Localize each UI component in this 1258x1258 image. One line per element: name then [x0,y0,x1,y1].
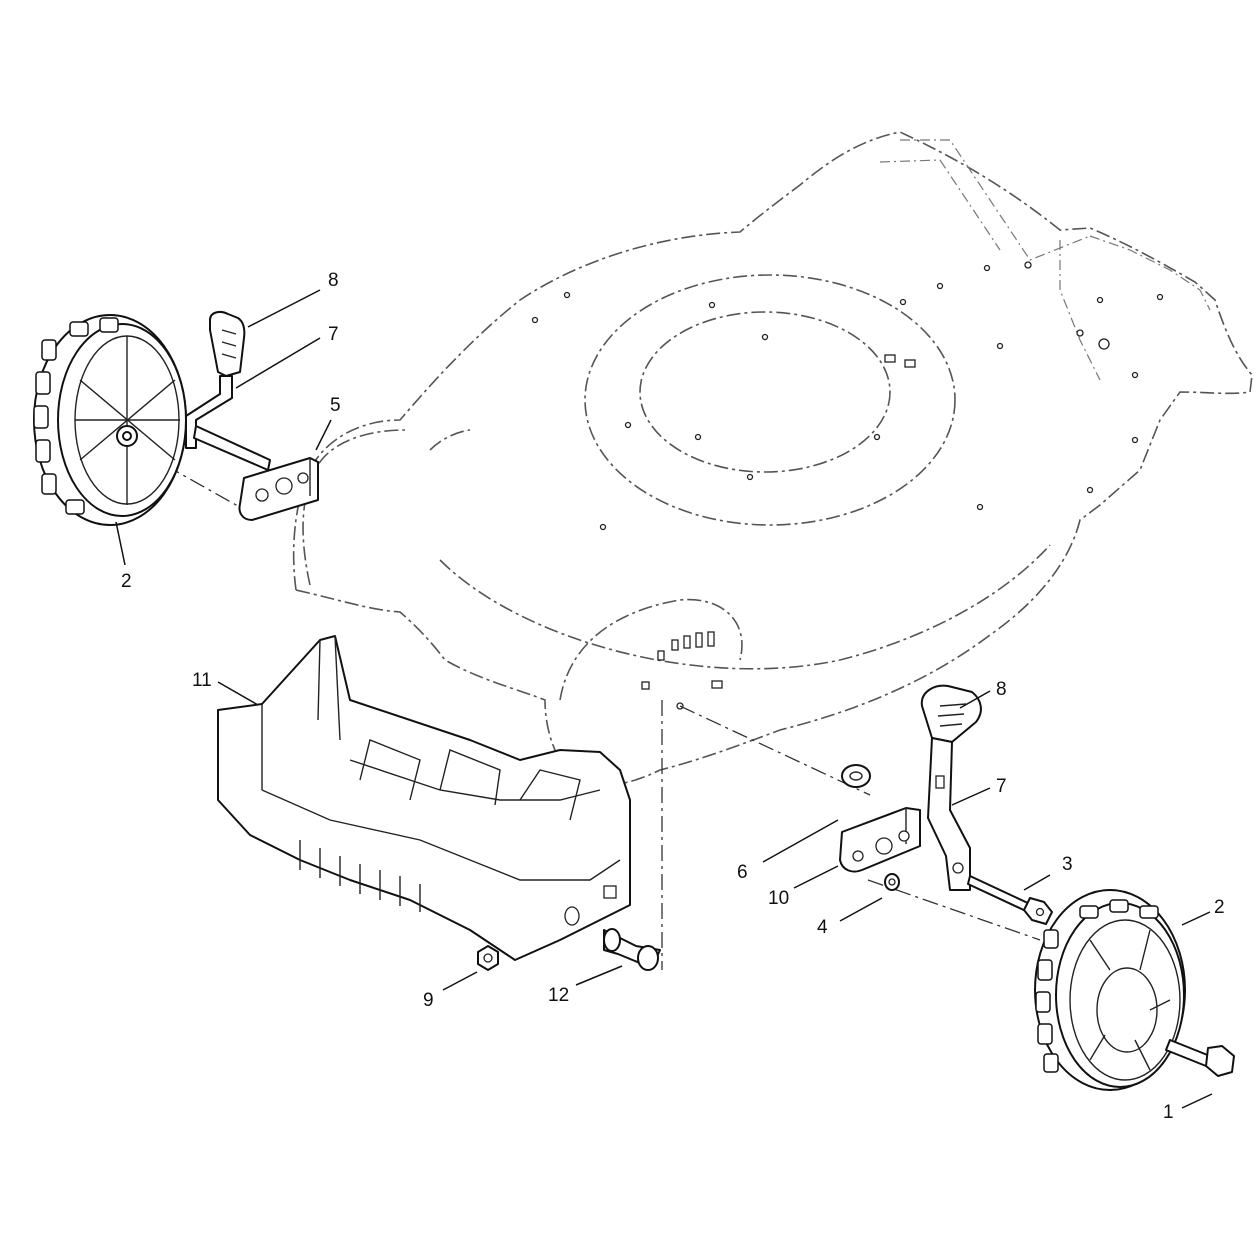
right-wheel [1034,889,1186,1091]
nut-and-spacer [477,928,661,971]
callout-8-left: 8 [328,270,339,291]
wheel-bolt [1165,1039,1235,1077]
left-height-adjust-assembly [185,311,319,521]
callout-2-right: 2 [1214,897,1225,918]
left-wheel [33,314,187,526]
callout-7-right: 7 [996,776,1007,797]
callout-2-left: 2 [121,571,132,592]
mower-deck-phantom [292,131,1253,786]
callout-labels: 8 7 5 2 11 8 7 6 10 3 4 2 9 12 1 [121,270,1225,1123]
callout-1: 1 [1163,1102,1174,1123]
callout-8-right: 8 [996,679,1007,700]
rear-skid-bracket [217,635,631,961]
leader-lines [115,289,1213,1109]
callout-9: 9 [423,990,434,1011]
callout-11: 11 [192,670,212,691]
right-height-adjust-assembly [839,684,1053,925]
callout-3: 3 [1062,854,1073,875]
assembly-centerlines [164,464,1041,970]
callout-5: 5 [330,395,341,416]
callout-4: 4 [817,917,828,938]
callout-10: 10 [768,888,789,909]
callout-12: 12 [548,985,569,1006]
callout-6: 6 [737,862,748,883]
callout-7-left: 7 [328,324,339,345]
